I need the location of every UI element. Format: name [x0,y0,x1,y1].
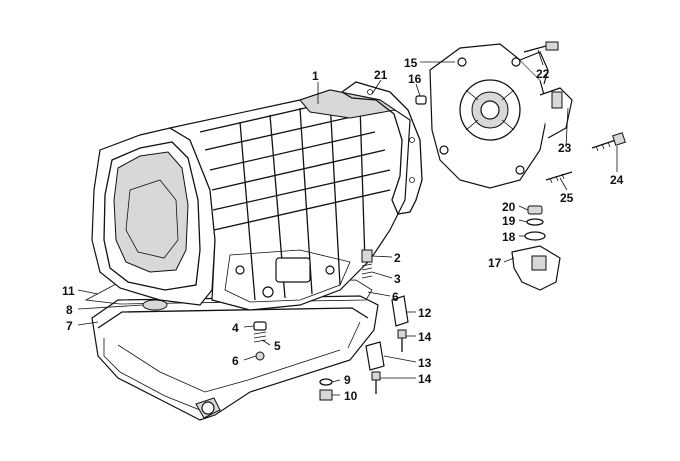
callout-22: 22 [536,67,550,81]
callout-18: 18 [502,230,516,244]
callout-14-lower: 14 [418,372,432,386]
callout-6-left: 6 [232,354,239,368]
callout-15: 15 [404,56,418,70]
callout-6-right: 6 [392,290,399,304]
callout-9: 9 [344,373,351,387]
callout-2: 2 [394,251,401,265]
mount-stack [511,205,561,291]
callout-7: 7 [66,319,73,333]
filter-clips [365,295,409,394]
callout-19: 19 [502,214,516,228]
drain-plug [319,378,333,401]
leader-lines [77,49,618,396]
callout-20: 20 [502,200,516,214]
transmission-housing [91,89,411,311]
callout-16: 16 [408,72,422,86]
callout-17: 17 [488,256,502,270]
callout-10: 10 [344,389,358,403]
callout-24: 24 [610,173,624,187]
callout-5: 5 [274,339,281,353]
dowel-pin [415,95,427,105]
callout-21: 21 [374,68,388,82]
callouts: 1 2 3 4 5 6 6 7 8 9 10 11 12 13 14 14 15… [62,56,624,403]
rear-gasket [340,81,423,215]
callout-3: 3 [394,272,401,286]
callout-12: 12 [418,306,432,320]
callout-23: 23 [558,141,572,155]
bolt-24 [591,132,626,152]
stud-25 [545,171,573,184]
spring-4-5-6 [253,321,267,361]
callout-11: 11 [62,284,75,298]
callout-14-upper: 14 [418,330,432,344]
rear-extension-housing [429,43,573,189]
bolt-22 [523,41,559,53]
callout-13: 13 [418,356,432,370]
magnet [142,299,168,311]
callout-8: 8 [66,303,73,317]
callout-4: 4 [232,321,239,335]
callout-1: 1 [312,69,319,83]
callout-25: 25 [560,191,574,205]
oil-pan [84,279,379,421]
